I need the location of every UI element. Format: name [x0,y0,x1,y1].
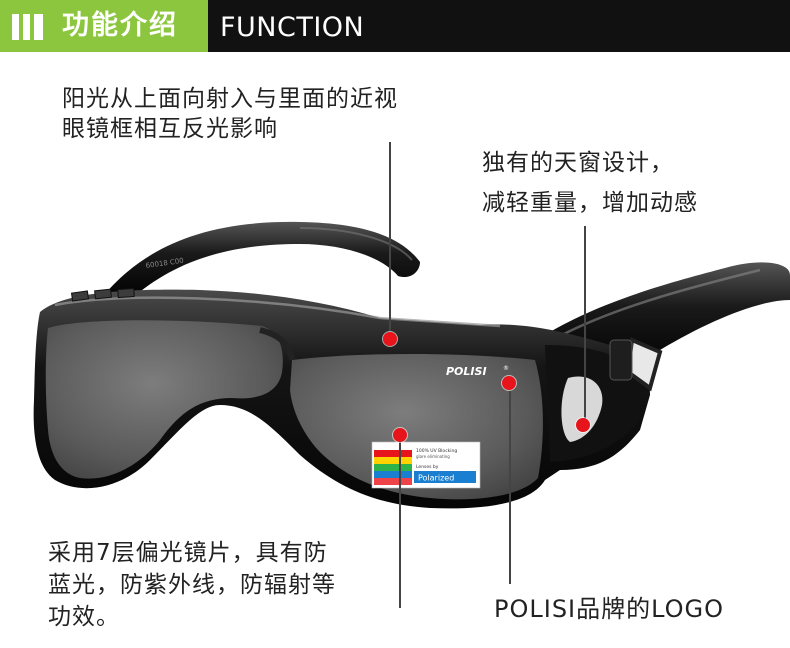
sticker-line2: glare eliminating [416,454,450,459]
leader-line-top-right [584,226,586,426]
far-temple-arm [100,221,420,300]
sticker-line3: Lenses by [416,464,439,470]
callout-bottom-right-line1: POLISI品牌的LOGO [494,595,725,623]
header-title-en: FUNCTION [220,12,365,43]
lens-logo: POLISI [446,365,487,378]
callout-bottom-left-line2: 蓝光，防紫外线，防辐射等 [48,572,336,598]
callout-top-right-line2: 减轻重量，增加动感 [482,190,698,216]
callout-top-left-line1: 阳光从上面向射入与里面的近视 [62,86,398,112]
header-title-zh: 功能介绍 [62,10,178,41]
leader-line-bottom-left [399,436,401,608]
skylight-vents [70,287,135,302]
svg-text:®: ® [503,365,509,372]
polarized-sticker: 100% UV Blocking glare eliminating Lense… [371,441,481,489]
sticker-line1: 100% UV Blocking [416,448,457,454]
section-header: 功能介绍 FUNCTION [0,0,790,52]
callout-bottom-left-line1: 采用7层偏光镜片，具有防 [48,540,328,566]
leader-line-top-left [389,142,391,338]
callout-top-left-line2: 眼镜框相互反光影响 [62,116,278,142]
callout-top-right-line1: 独有的天窗设计， [482,150,674,176]
leader-line-bottom-right [509,384,511,584]
marker-polarized-lens [393,428,407,442]
left-lens [45,320,283,479]
callout-bottom-left-line3: 功效。 [48,604,120,630]
marker-side-window [576,418,590,432]
marker-logo [502,376,516,390]
marker-skylight [383,332,397,346]
header-bars-icon [12,14,52,40]
sticker-line4: Polarized [418,474,454,483]
side-window [561,376,603,442]
